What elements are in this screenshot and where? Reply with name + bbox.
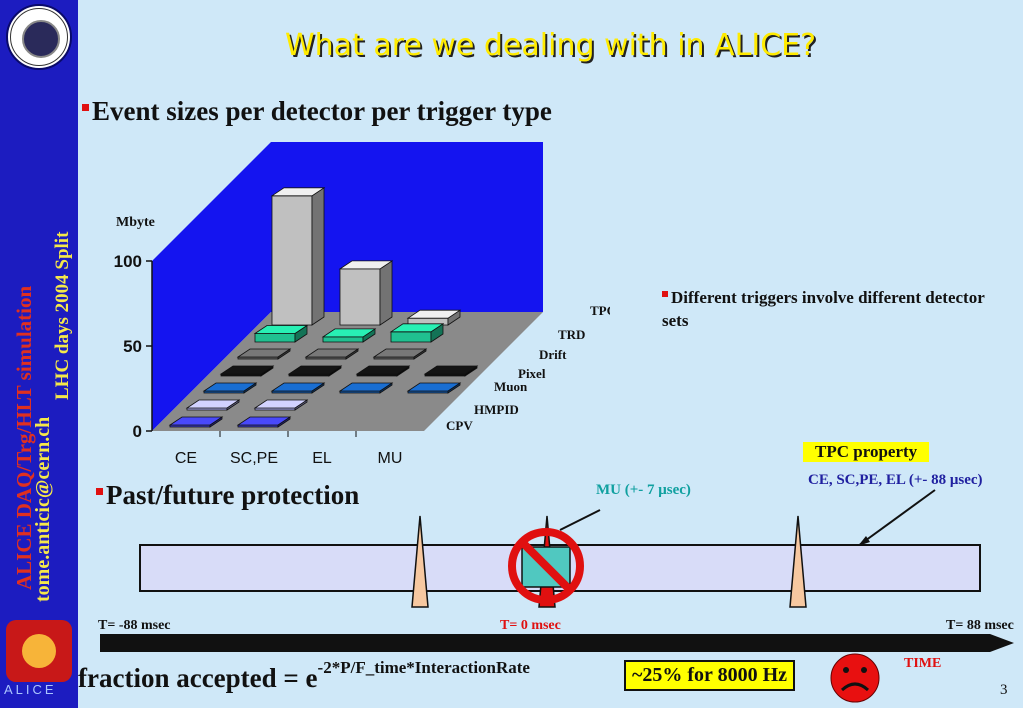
mu-timing-note: MU (+- 7 μsec) [596,482,691,498]
bar-top-trd [321,328,377,338]
logo-emblem [22,20,60,58]
bar-trd [254,333,296,343]
bullet-text: Event sizes per detector per trigger typ… [92,96,552,126]
bar-top-tpc [406,309,462,319]
bullet-text: Different triggers involve different det… [662,288,985,330]
time-label-center: T= 0 msec [500,618,561,633]
bar-top-hmpid [185,399,241,409]
bullet-text: Past/future protection [106,480,360,510]
event-spike-center [538,515,556,608]
y-tick-label: 50 [123,337,142,356]
bar-side-tpc [379,260,393,326]
bar-top-drift [304,348,360,358]
series-label-pixel: Pixel [518,366,546,381]
bullet-marker [82,104,89,111]
series-label-cpv: CPV [446,418,473,433]
sad-face-eye-right [861,667,867,673]
series-label-muon: Muon [494,379,528,394]
ce-pointer-arrowhead [858,536,870,546]
acceptance-formula: fraction accepted = e-2*P/F_time*Interac… [78,658,530,694]
ce-timing-note: CE, SC,PE, EL (+- 88 μsec) [808,472,983,488]
bar-top-tpc [338,260,394,270]
time-label-left: T= -88 msec [98,618,171,633]
ce-pointer-line [857,489,936,547]
bullet-protection: Past/future protection [96,480,359,511]
event-spike-left [411,515,429,608]
time-window-bar [139,544,981,592]
y-tick-label: 100 [114,252,142,271]
tpc-property-label: TPC property [803,442,930,462]
bar-top-muon [406,382,462,392]
sad-face-eye-left [843,667,849,673]
sidebar: LHC days 2004 Split ALICE DAQ/Trg/HLT si… [0,0,78,708]
result-box: ~25% for 8000 Hz [624,660,796,691]
bar-tpc [271,195,313,326]
page-number: 3 [1000,682,1008,698]
bar-trd [322,336,364,343]
alice-burst-icon [22,634,56,668]
formula-base: fraction accepted = e [78,663,318,693]
bar-top-muon [202,382,258,392]
series-label-tpc: TPC [590,303,610,318]
time-axis-arrow [100,634,1014,652]
mu-pointer-line [559,509,601,531]
bar-top-muon [338,382,394,392]
chart-back-wall [271,142,543,312]
sad-face-head [830,653,880,703]
bar-tpc [339,268,381,326]
bar-top-drift [236,348,292,358]
x-tick-label: SC,PE [230,450,278,467]
x-tick-label: CE [175,450,197,467]
bar-top-trd [253,325,309,334]
bar-top-drift [372,348,428,358]
mu-window-box [521,546,571,588]
bar-top-muon [270,382,326,392]
chart-floor [152,312,543,431]
bullet-event-sizes: Event sizes per detector per trigger typ… [82,96,552,127]
sad-face-icon [830,653,880,703]
bar-top-hmpid [253,399,309,409]
x-tick-label: EL [312,450,332,467]
email-label: tome.anticic@cern.ch [32,416,54,602]
series-label-drift: Drift [539,347,567,362]
event-spike-right [789,515,807,608]
alice-logo [6,620,72,682]
y-tick-label: 0 [133,422,142,441]
bar-side-tpc [311,187,325,326]
bullet-triggers: Different triggers involve different det… [662,286,1002,332]
time-axis-label: TIME [904,656,942,671]
series-label-trd: TRD [558,327,585,342]
sad-face-mouth [840,682,870,692]
prohibited-slash-icon [519,539,573,593]
x-tick-label: MU [378,450,403,467]
bullet-marker [96,488,103,495]
bar-top-pixel [219,365,275,375]
bar-top-trd [389,323,445,333]
bar-top-tpc [270,187,326,197]
chart-side-wall [152,142,271,431]
logo-ring [10,8,68,66]
bar-trd [390,331,432,343]
alice-logo-text: ALICE [4,682,57,697]
series-label-hmpid: HMPID [474,402,519,417]
page-title: What are we dealing with in ALICE? [284,28,817,63]
bar-top-pixel [423,365,479,375]
bar-top-cpv [168,416,224,426]
prohibited-circle-icon [508,528,584,604]
bar-top-pixel [287,365,343,375]
y-axis-label: Mbyte [116,215,155,230]
time-label-right: T= 88 msec [946,618,1014,633]
event-label: LHC days 2004 Split [52,231,73,400]
bullet-marker [662,291,668,297]
bar-top-cpv [236,416,292,426]
bar-top-pixel [355,365,411,375]
formula-exponent: -2*P/F_time*InteractionRate [317,658,530,677]
institute-logo [6,4,72,70]
